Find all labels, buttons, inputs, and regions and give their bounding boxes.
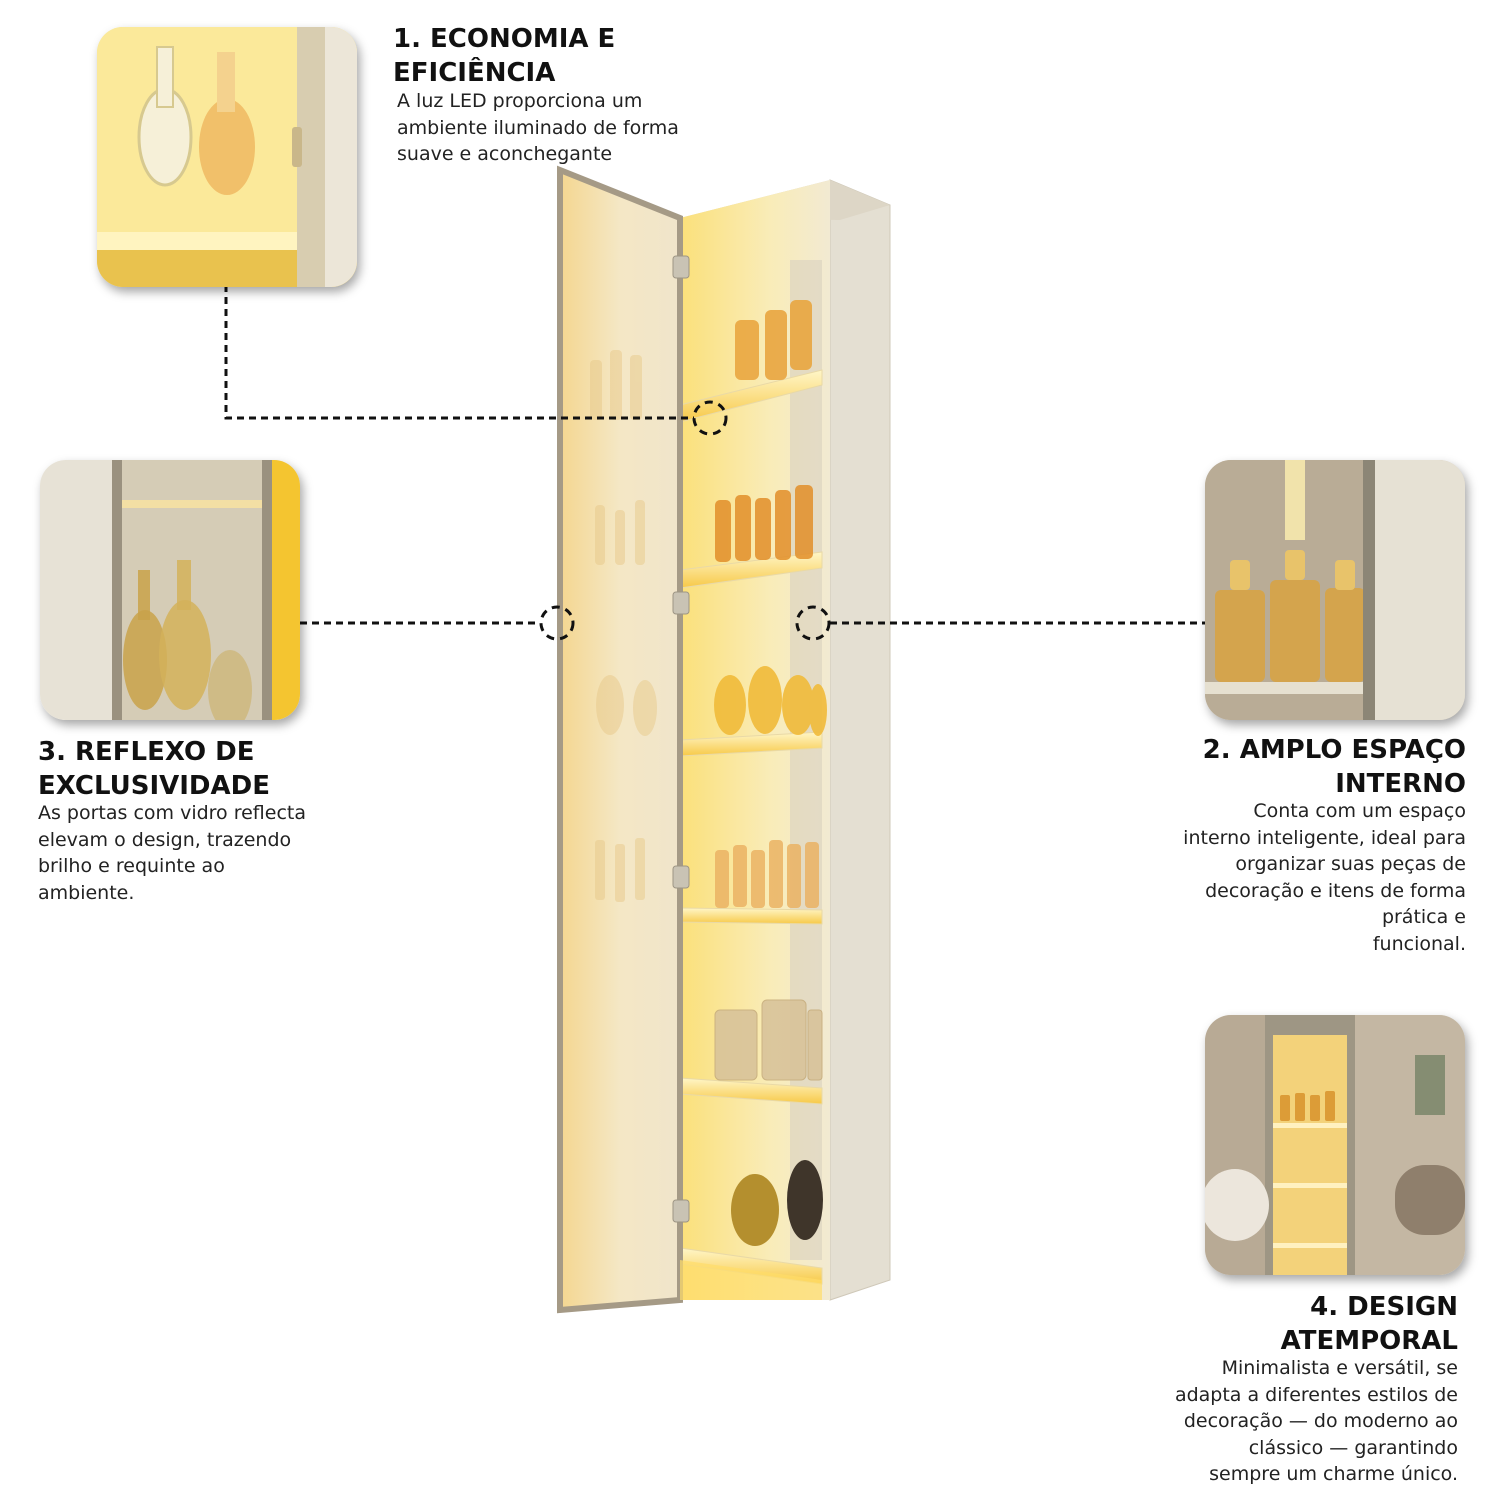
feature-4-title: 4. DESIGN ATEMPORAL xyxy=(1280,1292,1458,1356)
connector-line-1 xyxy=(224,285,694,420)
thumbnail-led-detail xyxy=(97,27,357,287)
cabinet-illustration xyxy=(540,160,900,1320)
feature-3-title: 3. REFLEXO DE EXCLUSIVIDADE xyxy=(38,737,270,801)
thumbnail-internal-space xyxy=(1205,460,1465,720)
target-circle-3 xyxy=(539,605,575,641)
thumbnail-reflective-glass xyxy=(40,460,300,720)
feature-4-text: Minimalista e versátil, se adapta a dife… xyxy=(1174,1357,1458,1485)
target-circle-1 xyxy=(692,400,728,436)
feature-1-text: A luz LED proporciona um ambiente ilumin… xyxy=(397,90,679,165)
feature-3-text: As portas com vidro reflecta elevam o de… xyxy=(38,802,307,904)
thumbnail-room-scene xyxy=(1205,1015,1465,1275)
feature-2-title: 2. AMPLO ESPAÇO INTERNO xyxy=(1202,735,1466,799)
feature-1-title: 1. ECONOMIA E EFICIÊNCIA xyxy=(393,24,616,88)
feature-2-text: Conta com um espaço interno inteligente,… xyxy=(1183,800,1466,955)
target-circle-2 xyxy=(795,605,831,641)
